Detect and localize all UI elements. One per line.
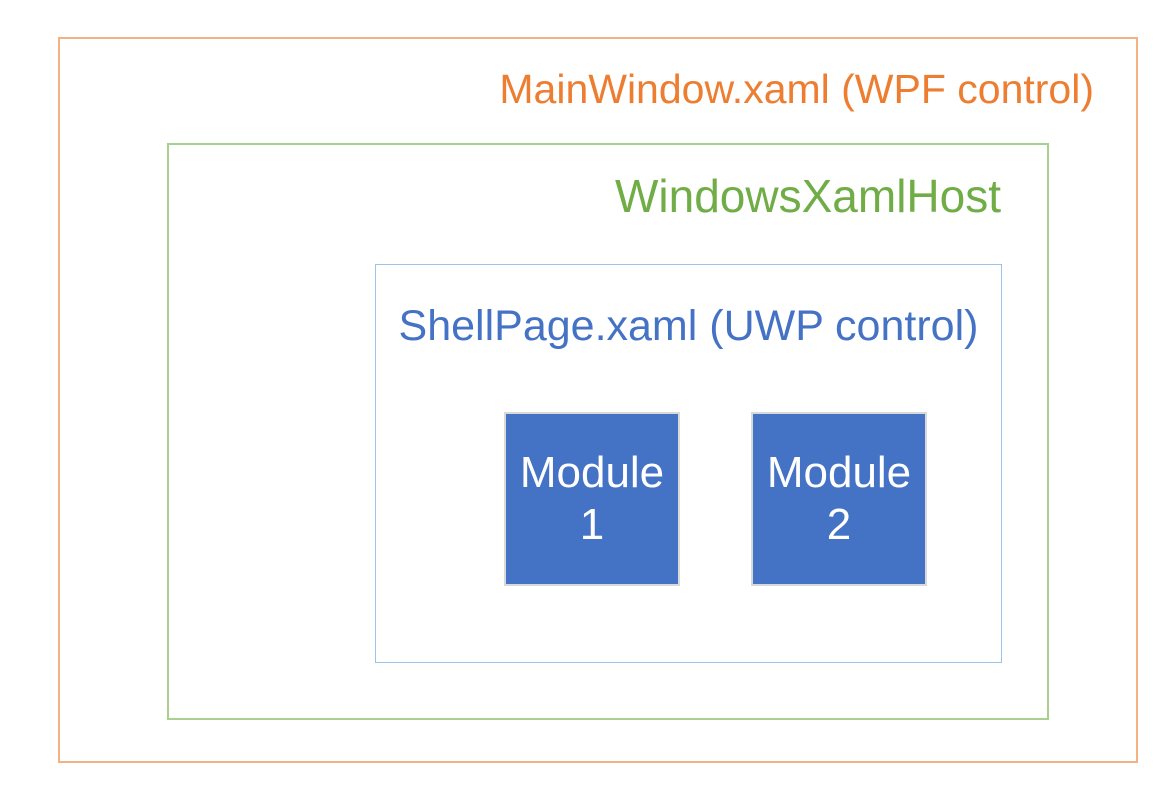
- windowsxamlhost-box: WindowsXamlHost ShellPage.xaml (UWP cont…: [167, 143, 1049, 720]
- windowsxamlhost-label: WindowsXamlHost: [615, 170, 1001, 222]
- module-2-label-line1: Module: [766, 448, 912, 498]
- module-1-box: Module 1: [504, 412, 680, 586]
- module-2-label-line2: 2: [826, 500, 852, 549]
- mainwindow-wpf-label: MainWindow.xaml (WPF control): [499, 66, 1094, 112]
- module-1-label-line2: 1: [579, 500, 605, 549]
- module-2-box: Module 2: [751, 412, 927, 586]
- mainwindow-wpf-box: MainWindow.xaml (WPF control) WindowsXam…: [58, 37, 1138, 763]
- shellpage-uwp-label: ShellPage.xaml (UWP control): [398, 302, 979, 350]
- shellpage-uwp-box: ShellPage.xaml (UWP control) Module 1 Mo…: [375, 264, 1002, 663]
- module-1-label-line1: Module: [519, 448, 665, 498]
